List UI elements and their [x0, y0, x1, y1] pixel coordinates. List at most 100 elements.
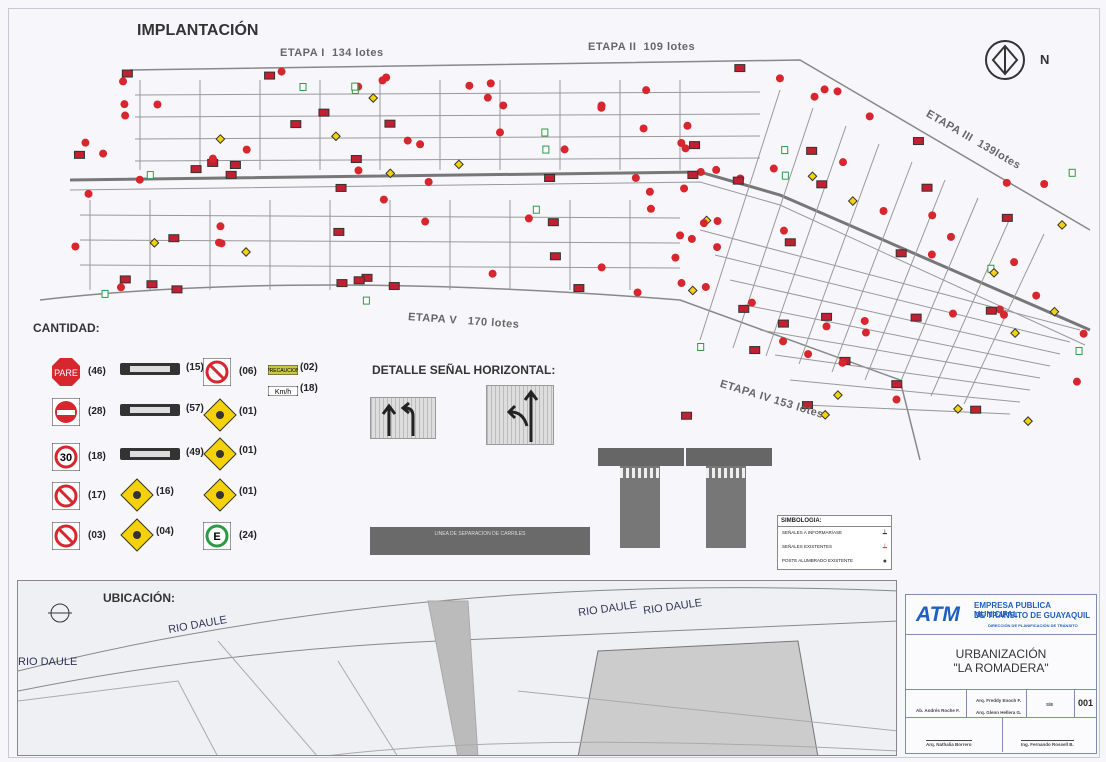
location-title: UBICACIÓN: [103, 591, 175, 605]
street [69, 181, 1086, 346]
one-way-sign-marker [777, 319, 789, 328]
street [134, 91, 761, 96]
stop-sign-marker [560, 145, 569, 154]
street [831, 161, 913, 373]
one-way-sign-marker [335, 183, 347, 192]
svg-text:30: 30 [60, 452, 72, 464]
stop-sign-marker [995, 305, 1004, 314]
stop-sign-marker [631, 173, 640, 182]
street [134, 135, 761, 140]
one-way-sign-marker [353, 276, 365, 285]
sign-count: (16) [156, 486, 174, 497]
stop-sign-marker [135, 175, 144, 184]
warning-sign-marker [453, 159, 464, 170]
street [699, 89, 781, 341]
sign-una-via-left-icon [120, 403, 180, 421]
street [789, 379, 1021, 403]
street [134, 113, 761, 118]
parking-sign-marker [1075, 347, 1083, 356]
one-way-sign-marker [573, 284, 585, 293]
stop-sign-marker [633, 288, 642, 297]
stop-sign-marker [120, 100, 129, 109]
parking-sign-marker [541, 128, 549, 137]
one-way-sign-marker [333, 227, 345, 236]
street [714, 254, 1071, 343]
legend-item: SEÑALES A INFORMAR/ASE┷ [782, 530, 887, 538]
svg-text:PARE: PARE [54, 368, 78, 378]
stop-sign-marker [597, 263, 606, 272]
stop-sign-marker [277, 67, 286, 76]
parking-sign-marker [1068, 168, 1076, 177]
sign-count: (04) [156, 526, 174, 537]
stop-sign-marker [839, 158, 848, 167]
atm-logo: ATM [916, 603, 960, 626]
sign-pedestrian-crossing-icon [120, 478, 154, 517]
one-way-sign-marker [264, 71, 276, 80]
stop-sign-marker [642, 86, 651, 95]
stop-sign-marker [242, 145, 251, 154]
stop-sign-marker [99, 149, 108, 158]
parking-sign-marker [532, 205, 540, 214]
org-dept: DIRECCIÓN DE PLANIFICACIÓN DE TRÁNSITO [988, 623, 1078, 628]
stop-sign-marker [810, 92, 819, 101]
stop-sign-marker [699, 219, 708, 228]
sign-count: (15) [186, 362, 204, 373]
stop-sign-marker [822, 322, 831, 331]
stop-sign-marker [646, 204, 655, 213]
location-map: UBICACIÓN: RIO DAULE RIO DAULE RIO DAULE… [17, 580, 897, 756]
stop-sign-marker [499, 101, 508, 110]
sign-count: (49) [186, 447, 204, 458]
warning-sign-marker [687, 285, 698, 296]
symbology-legend: SIMBOLOGIA: SEÑALES A INFORMAR/ASE┷SEÑAL… [777, 515, 892, 570]
lane-separator-bar: LINEA DE SEPARACION DE CARRILES [370, 527, 590, 555]
legend-item: POSTE ALUMBRADO EXISTENTE● [782, 558, 887, 565]
stop-sign-marker [524, 214, 533, 223]
stop-sign-marker [119, 77, 128, 86]
sign-pare-icon: PARE [52, 358, 80, 391]
one-way-sign-marker [801, 401, 813, 410]
one-way-sign-marker [350, 155, 362, 164]
one-way-sign-marker [547, 218, 559, 227]
horizontal-arrows-detail-1 [370, 397, 436, 439]
one-way-sign-marker [784, 238, 796, 247]
stop-sign-marker [153, 100, 162, 109]
one-way-sign-marker [384, 119, 396, 128]
sign-count: (06) [239, 366, 257, 377]
person-4: Arq. Nathalia Borrero [926, 740, 972, 747]
stop-sign-marker [116, 283, 125, 292]
sign-count: (01) [239, 406, 257, 417]
street [699, 229, 1081, 331]
warning-sign-marker [215, 134, 226, 145]
stop-sign-marker [865, 112, 874, 121]
stop-sign-marker [424, 177, 433, 186]
one-way-sign-marker [689, 141, 701, 150]
one-way-sign-marker [121, 69, 133, 78]
parking-sign-marker [299, 83, 307, 92]
warning-sign-marker [832, 390, 843, 401]
street [930, 215, 1012, 397]
one-way-sign-marker [190, 165, 202, 174]
warning-sign-marker [149, 237, 160, 248]
stop-sign-marker [416, 140, 425, 149]
stop-sign-marker [1032, 291, 1041, 300]
warning-sign-marker [385, 168, 396, 179]
sign-children-crossing-icon [120, 518, 154, 557]
stop-sign-marker [215, 238, 224, 247]
one-way-sign-marker [336, 279, 348, 288]
stop-sign-marker [681, 144, 690, 153]
sign-no-entry-icon [51, 397, 81, 431]
stop-sign-marker [879, 206, 888, 215]
stop-sign-marker [354, 166, 363, 175]
stop-sign-marker [488, 269, 497, 278]
stop-sign-marker [1002, 178, 1011, 187]
svg-text:Km/h: Km/h [275, 389, 291, 396]
stop-sign-marker [713, 217, 722, 226]
north-arrow-icon [985, 40, 1025, 80]
street [79, 239, 681, 244]
quantity-title: CANTIDAD: [33, 321, 100, 335]
stop-sign-marker [680, 184, 689, 193]
sign-precaucion-icon: PRECAUCION [266, 362, 300, 380]
stop-sign-marker [833, 87, 842, 96]
stop-sign-marker [775, 74, 784, 83]
